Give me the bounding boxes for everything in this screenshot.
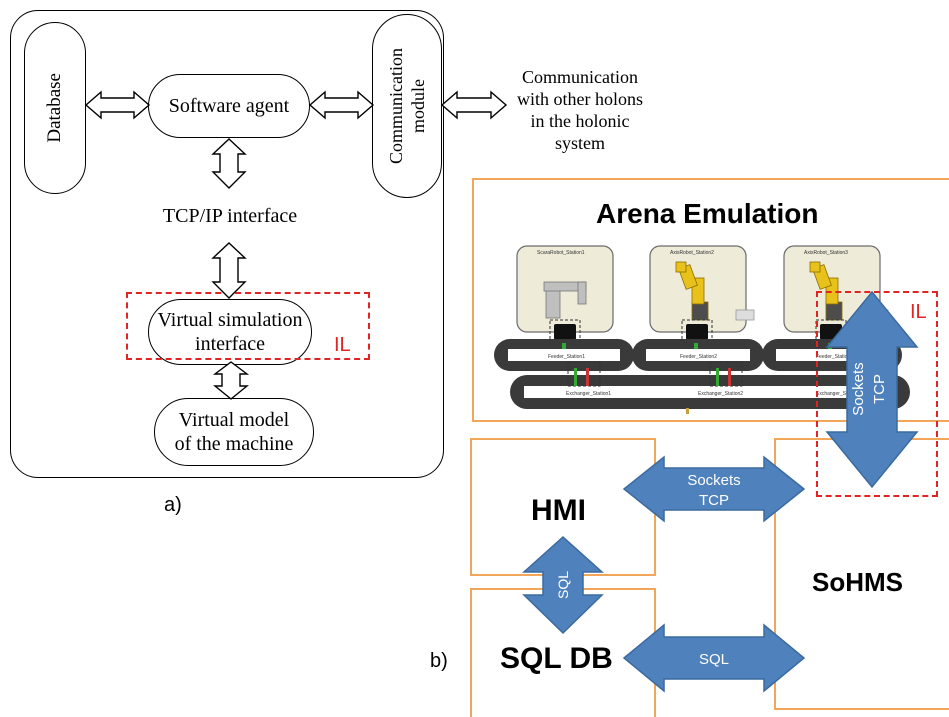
arrow-tcp-virtualsim: [211, 242, 247, 299]
feeder-block-2: [686, 324, 708, 340]
exchanger-label-2: Exchanger_Station2: [698, 391, 743, 397]
communication-note: Communication with other holons in the h…: [500, 66, 660, 154]
station-title-1: ScaraRobot_Station1: [537, 250, 585, 256]
arrow-commmodule-external: [440, 90, 508, 120]
feeder-label-3: Feeder_Station3: [816, 354, 853, 360]
communication-note-line-2: with other holons: [517, 89, 643, 109]
arena-emulation-title: Arena Emulation: [596, 198, 819, 229]
tcp-interface-label: TCP/IP interface: [162, 204, 298, 227]
scara-robot: [543, 281, 587, 319]
vertical-arrow-label-2: TCP: [871, 374, 888, 404]
feeder-label-2: Feeder_Station2: [680, 354, 717, 360]
arrow-virtualsim-model: [212, 361, 250, 400]
feeder-label-1: Feeder_Station1: [548, 354, 585, 360]
panel-a-frame: [10, 10, 444, 478]
horizontal-arrow-label-2: TCP: [699, 492, 729, 509]
arrow-agent-tcp: [211, 138, 247, 189]
virtual-simulation-label-1: Virtual simulation: [157, 309, 303, 331]
virtual-model-label-2: of the machine: [174, 433, 294, 455]
tcp-interface-block: TCP/IP interface: [150, 190, 310, 242]
arrow-sockets-tcp-vertical: [825, 290, 919, 489]
caption-a: a): [164, 494, 182, 516]
station-title-3: AxisRobot_Station3: [804, 250, 848, 256]
virtual-simulation-block: Virtual simulation interface: [148, 299, 312, 365]
sql-horizontal-label: SQL: [699, 651, 729, 668]
exchanger-highlight-1: [567, 361, 601, 387]
arena-emulation-frame: [472, 178, 949, 422]
arrow-agent-commmodule: [308, 90, 375, 120]
virtual-model-label-1: Virtual model: [178, 409, 290, 431]
hmi-label: HMI: [531, 494, 586, 527]
arrow-sql-vertical: [522, 535, 604, 635]
il-label-a: IL: [334, 334, 351, 356]
arrow-sockets-tcp-horizontal: [622, 455, 806, 523]
communication-note-line-3: in the holonic: [530, 111, 630, 131]
communication-note-line-4: system: [554, 133, 605, 153]
exchanger-label-1: Exchanger_Station1: [566, 391, 611, 397]
sohms-label: SoHMS: [812, 567, 903, 597]
virtual-model-block: Virtual model of the machine: [154, 398, 314, 466]
vertical-arrow-label-1: Sockets: [850, 362, 867, 415]
feeder-block-1: [554, 324, 576, 340]
station-title-2: AxisRobot_Station2: [670, 250, 714, 256]
exchanger-highlight-2: [709, 361, 743, 387]
il-box-a: [126, 292, 370, 360]
part-box-2: [735, 309, 755, 321]
arrow-sql-horizontal: [622, 623, 806, 693]
exchanger-label-3: Exchanger_Station3: [816, 391, 861, 397]
software-agent-label: Software agent: [168, 94, 290, 117]
sqldb-label: SQL DB: [500, 642, 613, 675]
horizontal-arrow-label-1: Sockets: [687, 472, 740, 489]
il-label-b: IL: [910, 301, 927, 323]
il-box-b: [816, 291, 938, 497]
virtual-simulation-label-2: interface: [195, 333, 265, 355]
arrow-database-agent: [84, 90, 151, 120]
database-block: Database: [24, 22, 86, 194]
axis-robot-3: [809, 261, 843, 321]
caption-b: b): [430, 650, 448, 672]
communication-note-line-1: Communication: [522, 67, 638, 87]
arena-emulation-scene: ScaraRobot_Station1 AxisRobot_Station2 A…: [494, 245, 910, 414]
software-agent-block: Software agent: [148, 74, 310, 138]
sql-vertical-label: SQL: [555, 571, 571, 599]
